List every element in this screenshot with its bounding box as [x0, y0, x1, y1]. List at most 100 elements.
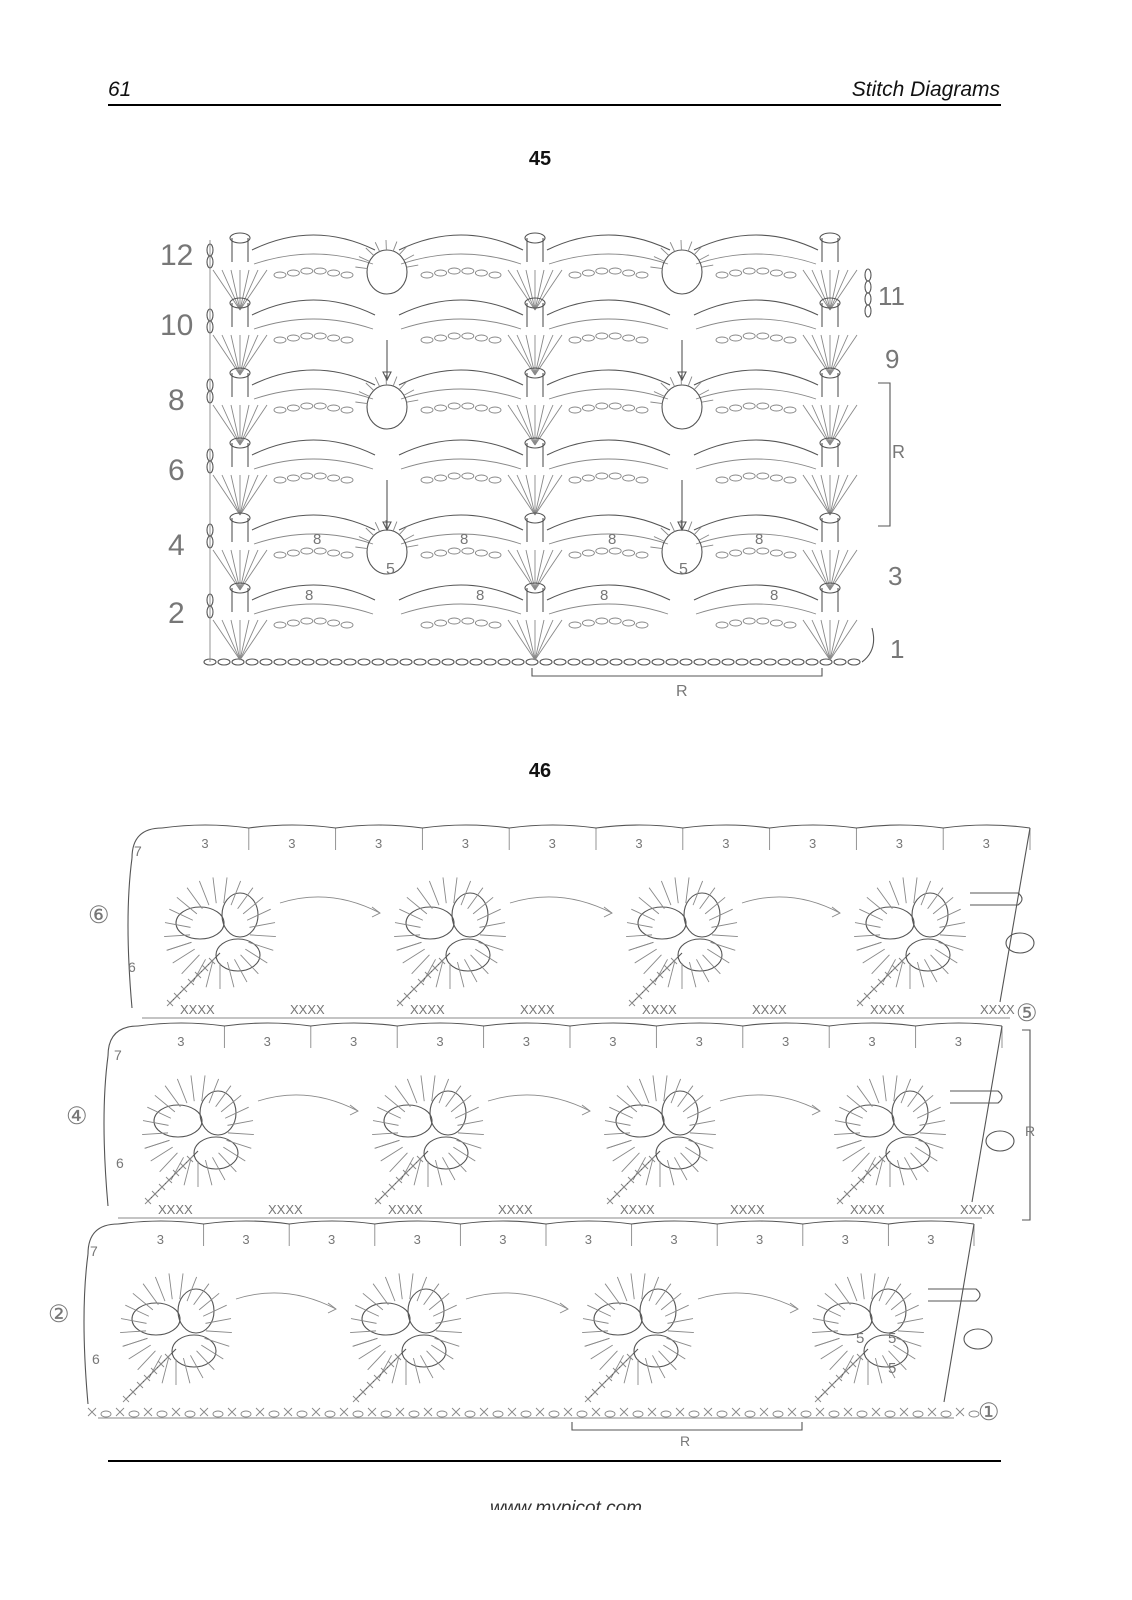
flower-center — [366, 249, 408, 295]
arrow-icon — [581, 1104, 591, 1116]
dc-stitch — [398, 381, 407, 390]
chain-stitch — [595, 332, 609, 340]
sc-stitch — [381, 1190, 389, 1198]
chain-stitch — [313, 402, 327, 410]
picot — [229, 297, 251, 309]
dc-stitch — [403, 534, 415, 541]
picot — [524, 297, 546, 309]
sc-stitch — [396, 999, 404, 1007]
dc-stitch — [435, 1318, 462, 1324]
sc-stitch — [634, 1169, 642, 1177]
top-count-label: 3 — [350, 1034, 357, 1049]
picot — [819, 367, 841, 379]
sc-stitch — [227, 1407, 237, 1417]
dc-stitch — [190, 1355, 204, 1379]
dc-stitch — [475, 948, 498, 964]
sc-stitch — [208, 957, 216, 965]
arch — [693, 439, 819, 456]
dc-stitch — [677, 1085, 694, 1107]
dc-stitch — [431, 1075, 436, 1102]
sc-stitch — [166, 999, 174, 1007]
dc-stitch — [237, 887, 254, 909]
chain-stitch — [447, 472, 461, 480]
sc-stitch — [606, 1197, 614, 1205]
dc-stitch — [460, 880, 472, 906]
chain-stitch — [327, 474, 341, 482]
row-label-6: ⑥ — [88, 902, 110, 929]
dc-stitch — [842, 1146, 865, 1162]
dc-stitch — [645, 1159, 653, 1186]
chain-stitch — [828, 1410, 840, 1418]
dc-stitch — [594, 1292, 616, 1311]
chain-stitch — [783, 551, 797, 559]
dc-stitch — [630, 1273, 635, 1300]
chain-stitch — [729, 474, 743, 482]
chain-stitch — [864, 292, 872, 306]
dc-fan — [516, 334, 536, 376]
dc-stitch — [355, 1304, 380, 1317]
chain-stitch — [488, 621, 502, 629]
flower-center — [661, 384, 703, 430]
arch — [695, 458, 817, 470]
page-number: 61 — [108, 78, 132, 101]
sc-stitch — [187, 978, 195, 986]
sc-stitch — [165, 1176, 173, 1184]
petal — [655, 1136, 701, 1170]
dc-fan — [829, 474, 849, 516]
dc-stitch — [150, 1146, 173, 1162]
chain-stitch — [300, 547, 314, 555]
chain-stitch — [769, 404, 783, 412]
petal — [615, 1104, 665, 1138]
top-count-label: 3 — [927, 1232, 934, 1247]
dc-stitch — [653, 536, 665, 542]
dc-stitch — [464, 959, 478, 983]
row-label-6: 6 — [168, 454, 185, 487]
dc-stitch — [587, 1304, 612, 1317]
chain-count: 8 — [460, 531, 468, 548]
sc-stitch — [339, 1407, 349, 1417]
chain-stitch — [968, 1410, 980, 1418]
dc-stitch — [698, 254, 710, 261]
chain-stitch — [273, 658, 287, 666]
chain-stitch — [622, 269, 636, 277]
chain-stitch — [483, 658, 497, 666]
dc-stitch — [660, 247, 670, 256]
dc-stitch — [479, 922, 506, 928]
dc-stitch — [932, 896, 954, 915]
sc-stitch — [424, 971, 432, 979]
chain-stitch — [864, 280, 872, 294]
dc-stitch — [212, 877, 217, 904]
dc-stitch — [159, 1152, 178, 1173]
dc-stitch — [685, 877, 690, 904]
chain-stitch — [707, 658, 721, 666]
chain-stitch — [568, 336, 582, 344]
top-count-label: 3 — [549, 836, 556, 851]
dc-fan — [230, 269, 241, 311]
chain-stitch — [469, 658, 483, 666]
dc-stitch — [701, 399, 714, 403]
dc-fan — [829, 549, 849, 591]
sc-stitch — [815, 1407, 825, 1417]
repeat-label-side: R — [1025, 1123, 1035, 1139]
chain-stitch — [783, 476, 797, 484]
sc-stitch — [850, 1183, 858, 1191]
dc-stitch — [142, 1120, 169, 1126]
picot — [229, 232, 251, 244]
chain-stitch — [539, 658, 553, 666]
dc-stitch — [621, 1152, 640, 1173]
chain-stitch — [461, 267, 475, 275]
chain-stitch — [300, 617, 314, 625]
sc-stitch — [283, 1407, 293, 1417]
dc-stitch — [406, 1078, 418, 1104]
arrow-icon — [603, 906, 613, 918]
chain-stitch — [805, 658, 819, 666]
dc-stitch — [895, 961, 903, 988]
chain-stitch — [742, 472, 756, 480]
top-count-label: 3 — [328, 1232, 335, 1247]
dc-stitch — [154, 1276, 166, 1302]
dc-fan — [829, 269, 840, 311]
picot — [819, 232, 841, 244]
sc-stitch — [431, 964, 439, 972]
chain-stitch — [729, 404, 743, 412]
sc-stitch — [387, 1360, 395, 1368]
